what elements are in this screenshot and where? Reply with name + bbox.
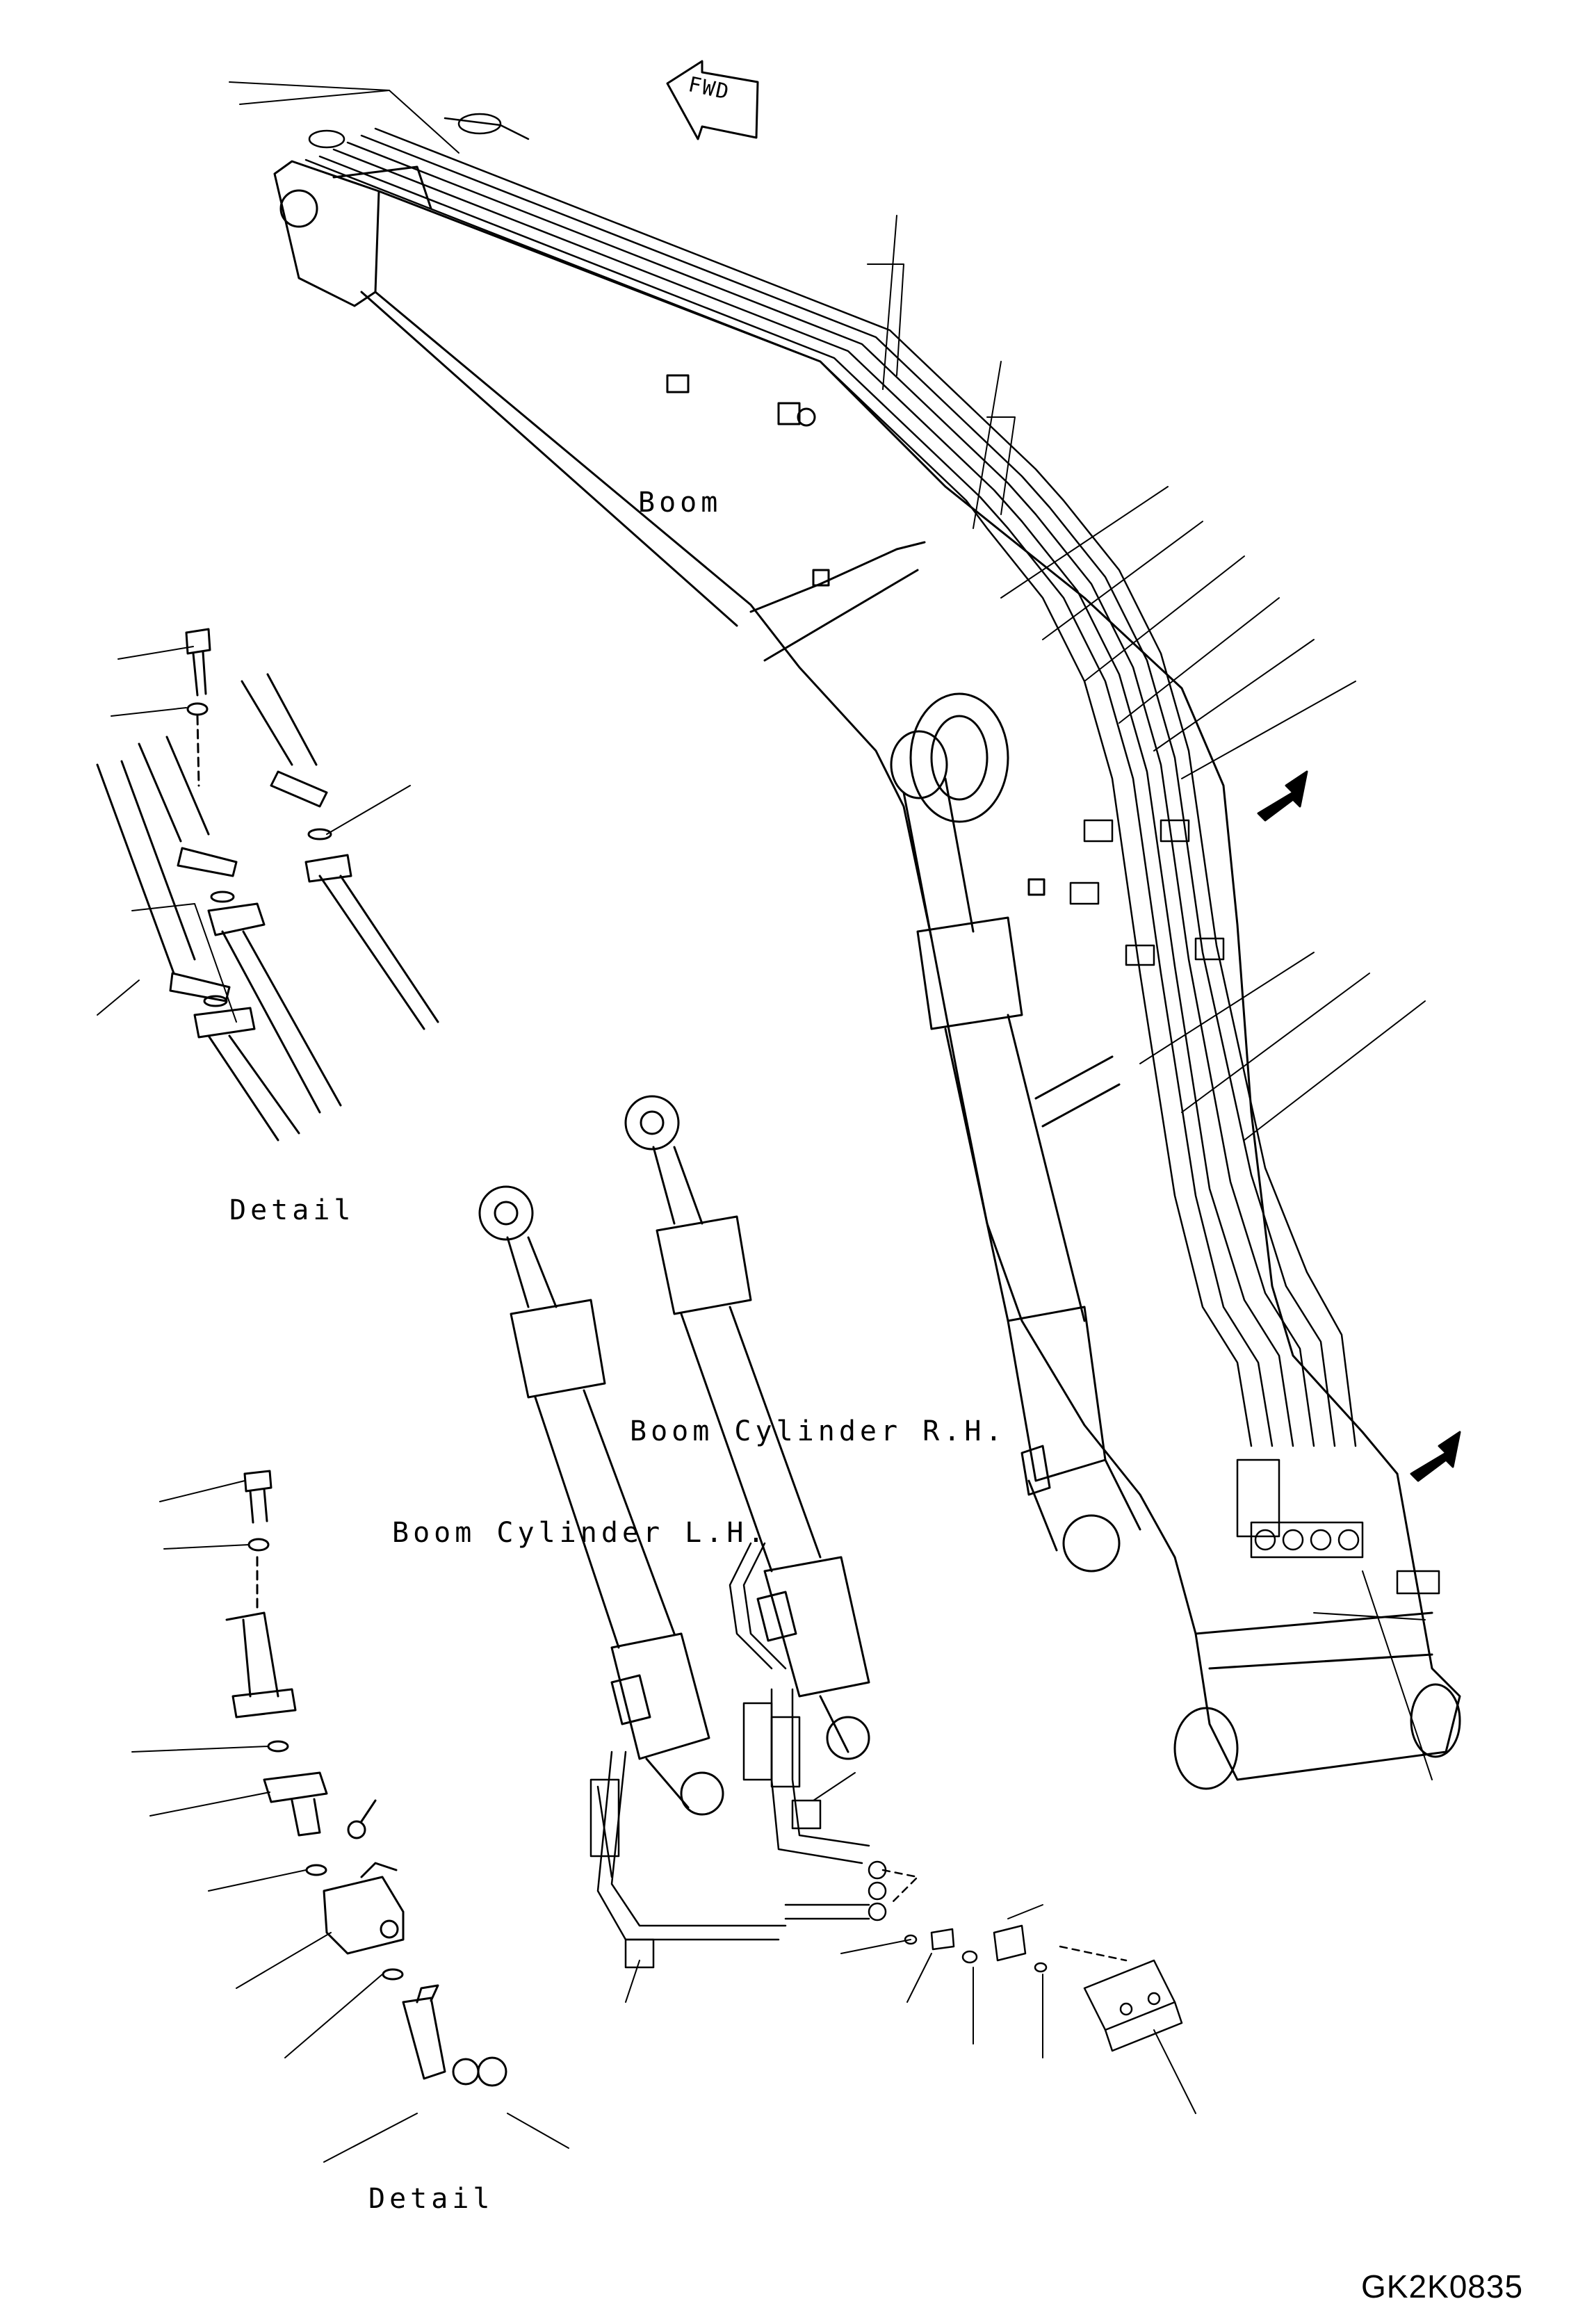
boom-cylinder-lh-label: Boom Cylinder L.H. [392,1517,769,1549]
boom-cylinder-rh [624,1095,870,1760]
leader-lines [229,81,1433,1780]
cylinder-connecting-hoses [589,1542,1196,2114]
boom-cylinder-lh [478,1185,724,1816]
boom-cylinder-rh-label: Boom Cylinder R.H. [630,1415,1007,1447]
drawing-code: GK2K0835 [1361,2268,1524,2305]
detail-view-flange-joint [96,628,439,1141]
fwd-arrow-icon [666,60,759,140]
detail-label-bottom: Detail [368,2183,494,2215]
detail-view-valve-assembly [131,1470,569,2163]
boom-label: Boom [638,487,722,519]
boom-structure [273,160,1461,1790]
detail-label-top: Detail [229,1194,355,1226]
direction-arrow-icon [1257,770,1308,822]
hydraulic-hose-bundle [304,113,1440,1595]
direction-arrow-icon [1410,1431,1461,1482]
boom-cylinder-installed [890,730,1141,1573]
